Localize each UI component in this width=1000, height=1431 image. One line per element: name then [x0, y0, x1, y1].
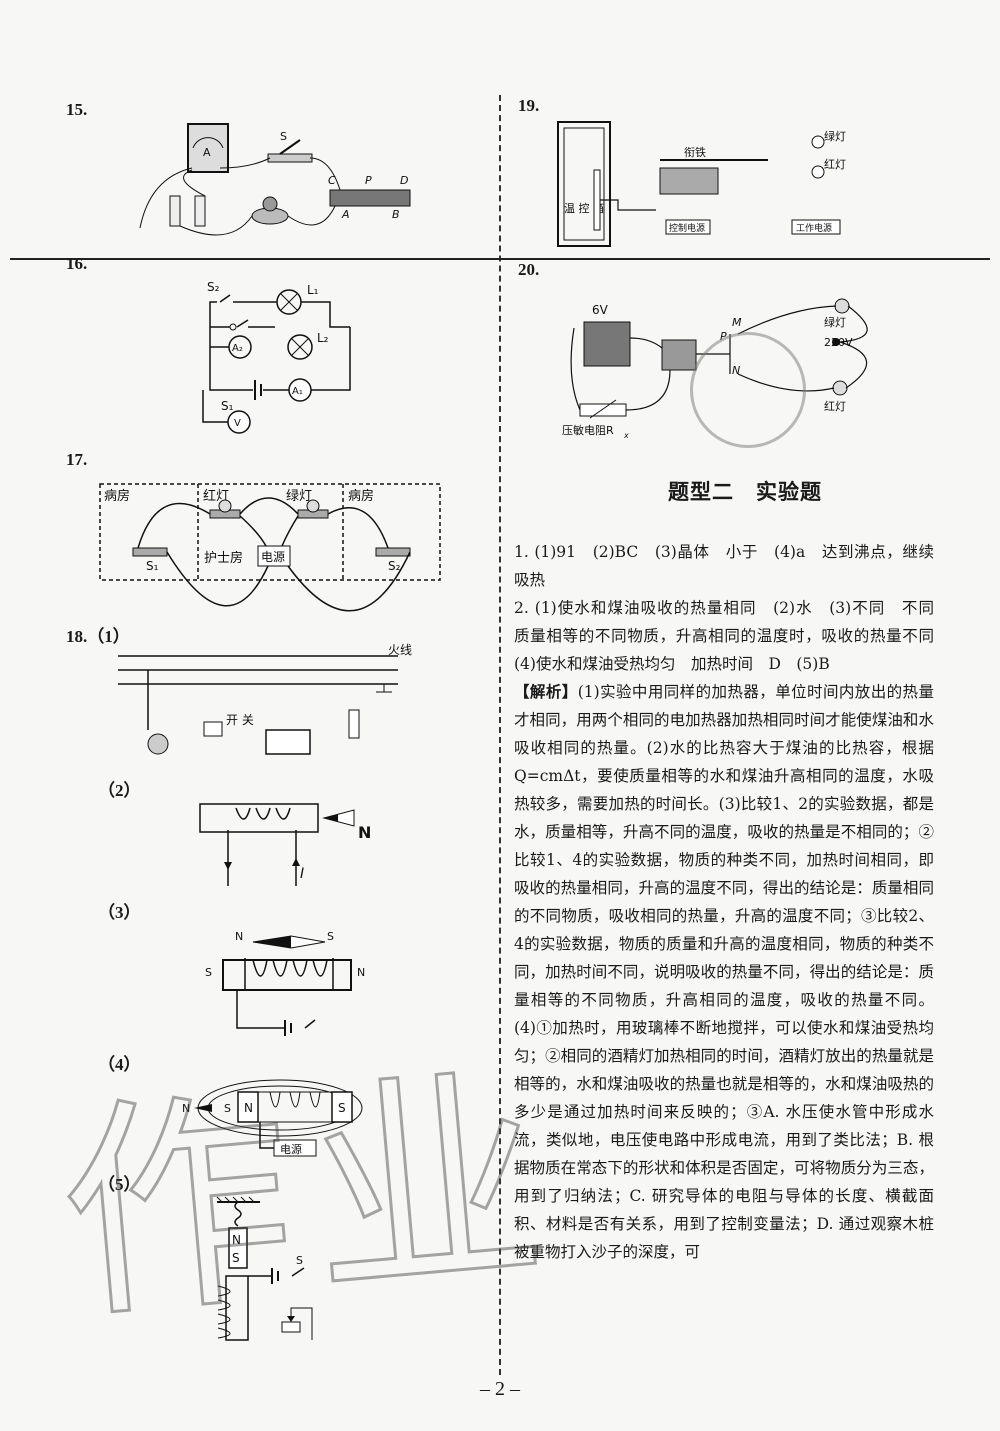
section-title: 题型二 实验题	[668, 480, 822, 504]
svg-text:B: B	[392, 208, 400, 221]
svg-text:6V: 6V	[592, 303, 609, 317]
svg-text:N: N	[235, 930, 243, 943]
svg-text:绿灯: 绿灯	[824, 129, 846, 143]
stamp-seal	[690, 332, 806, 448]
q18-sub5: （5）	[98, 1175, 141, 1194]
svg-text:I: I	[300, 866, 304, 882]
analysis-text: (1)实验中用同样的加热器，单位时间内放出的热量才相同，用两个相同的电加热器加热…	[514, 683, 934, 1261]
q15-number: 15.	[66, 100, 88, 119]
svg-text:电源: 电源	[280, 1142, 302, 1156]
svg-text:红灯: 红灯	[824, 158, 846, 171]
row-divider	[10, 258, 990, 260]
svg-text:x: x	[623, 431, 629, 440]
svg-text:S₁: S₁	[221, 399, 234, 413]
q19-number: 19.	[518, 96, 540, 115]
svg-text:开 关: 开 关	[226, 713, 254, 727]
svg-text:L₁: L₁	[307, 283, 319, 297]
analysis-paragraph: 【解析】(1)实验中用同样的加热器，单位时间内放出的热量才相同，用两个相同的电加…	[514, 678, 934, 1266]
resistor-label: 压敏电阻R	[562, 423, 614, 437]
column-divider	[499, 95, 501, 1375]
page-number: – 2 –	[480, 1378, 520, 1400]
svg-text:S₂: S₂	[207, 280, 220, 294]
svg-text:火线: 火线	[388, 643, 412, 657]
svg-text:C: C	[328, 174, 336, 187]
answer-1: 1. (1)91 (2)BC (3)晶体 小于 (4)a 达到沸点，继续吸热	[514, 543, 934, 589]
svg-text:N: N	[357, 966, 365, 979]
svg-text:S: S	[232, 1251, 240, 1265]
q18-sub2: （2）	[98, 781, 141, 800]
q17-circuit-diagram: 病房 红灯 绿灯 病房 护士房 电源 S₁ S₂	[99, 483, 441, 612]
svg-text:N: N	[182, 1102, 190, 1115]
svg-text:D: D	[400, 174, 408, 187]
svg-text:A: A	[341, 208, 350, 221]
q18-sub4: （4）	[98, 1055, 141, 1074]
svg-text:S: S	[338, 1101, 346, 1115]
switch-label: S	[280, 130, 287, 143]
svg-text:绿灯: 绿灯	[286, 489, 312, 504]
q18-4-solenoid-compass-diagram: N S N S 电源	[182, 1079, 363, 1157]
q19-temperature-control-diagram: 温 控 箱 衔铁 控制电源 工作电源 绿灯 红灯	[557, 121, 846, 247]
svg-text:A₁: A₁	[292, 386, 303, 397]
answer-2: 2. (1)使水和煤油吸收的热量相同 (2)水 (3)不同 不同 质量相等的不同…	[514, 599, 950, 673]
ammeter-label: A	[203, 146, 211, 159]
q17-number: 17.	[66, 450, 88, 469]
svg-text:S₁: S₁	[146, 559, 159, 573]
q18-2-solenoid-diagram: N I	[199, 803, 371, 886]
svg-text:绿灯: 绿灯	[824, 315, 846, 329]
svg-text:电源: 电源	[261, 550, 285, 564]
svg-text:病房: 病房	[348, 488, 374, 504]
svg-text:N: N	[232, 1233, 241, 1247]
svg-text:工作电源: 工作电源	[796, 222, 832, 234]
svg-text:P: P	[365, 174, 372, 187]
svg-text:红灯: 红灯	[824, 400, 846, 413]
q18-sub3: （3）	[98, 903, 141, 922]
svg-text:S₂: S₂	[388, 559, 401, 573]
q20-number: 20.	[518, 260, 540, 279]
svg-text:L₂: L₂	[317, 331, 329, 345]
watermark: 作业	[50, 1041, 574, 1354]
svg-text:N: N	[244, 1101, 253, 1115]
q16-circuit-diagram: S₂ L₁ A₂ L₂ S₁ A₁ V	[202, 280, 351, 434]
q18-1-wiring-diagram: 火线 开 关	[118, 643, 412, 755]
svg-text:V: V	[234, 418, 241, 429]
q16-number: 16.	[66, 254, 88, 273]
svg-text:控制电源: 控制电源	[669, 222, 705, 234]
svg-text:A₂: A₂	[232, 343, 243, 354]
svg-text:S: S	[205, 966, 212, 979]
q15-circuit-diagram: A S C P D A B	[139, 123, 411, 236]
svg-text:病房: 病房	[104, 488, 130, 504]
svg-text:M: M	[732, 316, 742, 329]
svg-text:S: S	[327, 930, 334, 943]
svg-text:N: N	[358, 823, 371, 842]
svg-text:护士房: 护士房	[204, 550, 243, 566]
svg-text:S: S	[224, 1102, 231, 1115]
svg-text:S: S	[296, 1254, 303, 1267]
answer-block: 1. (1)91 (2)BC (3)晶体 小于 (4)a 达到沸点，继续吸热 2…	[514, 538, 950, 1266]
q18-number: 18.（1）	[66, 627, 130, 646]
analysis-tag: 【解析】	[514, 682, 578, 701]
q18-5-magnet-spring-diagram: N S S	[216, 1196, 313, 1341]
svg-text:衔铁: 衔铁	[684, 146, 706, 159]
q18-3-electromagnet-diagram: N S S N	[205, 930, 365, 1036]
svg-text:220V: 220V	[824, 336, 853, 349]
